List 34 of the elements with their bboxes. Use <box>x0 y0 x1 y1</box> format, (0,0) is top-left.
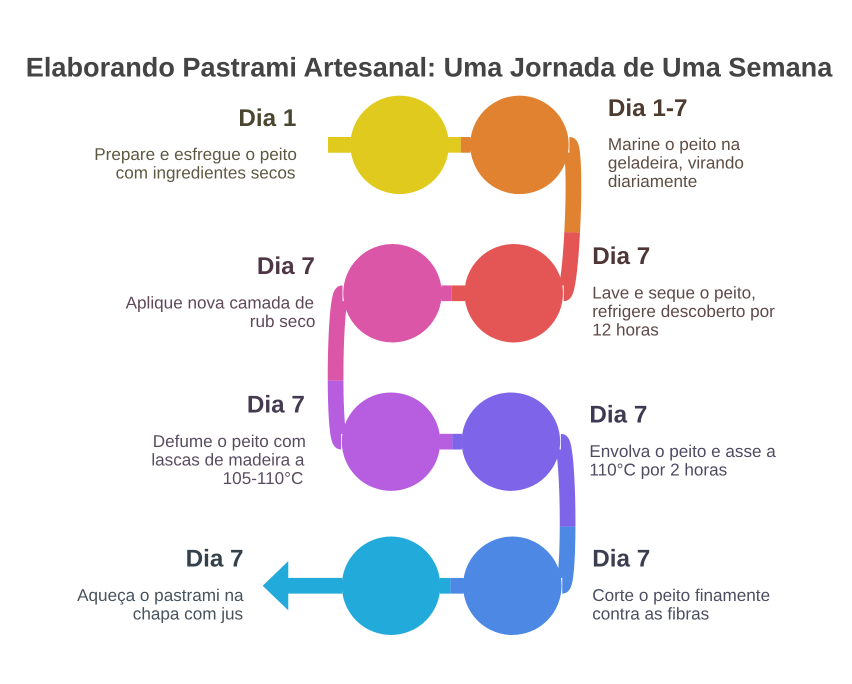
node-label: Dia 7 <box>592 545 650 572</box>
connector <box>440 577 464 594</box>
node-label: Dia 1 <box>238 104 296 132</box>
node-label: Dia 7 <box>592 242 650 270</box>
diagram-title: Elaborando Pastrami Artesanal: Uma Jornada de Uma Semana <box>26 51 832 82</box>
node-label: Dia 7 <box>186 545 244 572</box>
node-circle <box>350 95 449 194</box>
node-label: Marine o peito na geladeira, virando diariamente <box>608 134 744 191</box>
node-circle <box>462 392 560 490</box>
connector <box>554 435 576 591</box>
node-circle <box>470 95 569 194</box>
node-label: Aqueça o pastrami na chapa com jus <box>77 585 244 623</box>
connector <box>448 136 471 152</box>
node-circle <box>464 244 563 342</box>
connector <box>440 433 462 450</box>
node-label: Dia 7 <box>246 391 305 418</box>
node-label: Aplique nova camada de rub seco <box>126 292 316 330</box>
node-label: Envolva o peito e asse a 110°C por 2 horas <box>589 441 776 479</box>
node-circle <box>343 244 442 342</box>
connector <box>328 136 351 152</box>
node-label: Defume o peito com lascas de madeira a 105-110°C <box>151 431 306 488</box>
node-circle <box>342 536 440 634</box>
node-label: Dia 1-7 <box>608 94 688 122</box>
node-circle <box>463 536 562 634</box>
connector <box>441 284 466 301</box>
node-label: Prepare e esfregue o peito com ingredientes secos <box>94 144 297 182</box>
node-label: Dia 7 <box>256 252 315 280</box>
node-circle <box>342 392 440 490</box>
connector <box>328 286 349 447</box>
node-label: Lave e seque o peito, refrigere descoberto por 12 horas <box>592 282 775 340</box>
node-label: Dia 7 <box>589 401 648 428</box>
arrow <box>262 560 342 610</box>
connector <box>558 138 582 299</box>
node-label: Corte o peito finamente contra as fibras <box>592 585 770 623</box>
